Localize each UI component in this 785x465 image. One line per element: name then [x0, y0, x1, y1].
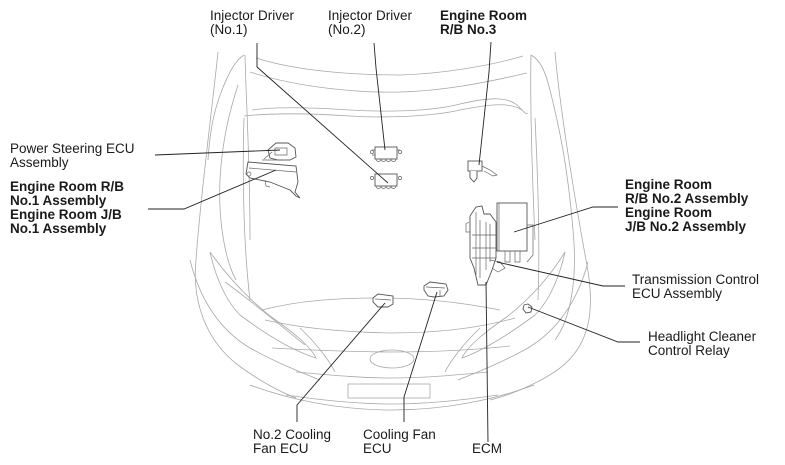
- label-line: Fan ECU: [253, 441, 309, 456]
- label-injector-driver-2: Injector Driver (No.2): [328, 9, 412, 37]
- label-headlight-cleaner-relay: Headlight Cleaner Control Relay: [648, 330, 756, 358]
- component-headlight-cleaner-relay[interactable]: [522, 303, 533, 314]
- leader-injector-driver-1: [256, 43, 389, 184]
- component-power-steering-ecu[interactable]: [262, 142, 297, 161]
- label-line: Cooling Fan: [363, 427, 436, 442]
- component-ecm[interactable]: [465, 205, 497, 286]
- label-line: Headlight Cleaner: [648, 329, 757, 344]
- label-line: Transmission Control: [632, 272, 760, 287]
- component-injector-driver-1[interactable]: [370, 146, 402, 162]
- component-cooling-fan-ecu[interactable]: [423, 281, 449, 298]
- label-line: R/B No.2 Assembly: [625, 191, 749, 206]
- label-line: No.2 Cooling: [253, 427, 332, 442]
- leader-transmission-control-ecu: [496, 261, 625, 287]
- label-line: No.1 Assembly: [10, 193, 107, 208]
- component-engine-room-rb2-jb2[interactable]: [496, 202, 534, 263]
- label-engine-room-rb1-jb1: Engine Room R/B No.1 Assembly Engine Roo…: [10, 180, 124, 236]
- label-injector-driver-1: Injector Driver (No.1): [210, 9, 294, 37]
- label-line: (No.2): [328, 22, 366, 37]
- label-line: (No.1): [210, 22, 248, 37]
- component-injector-driver-2[interactable]: [370, 173, 402, 189]
- label-engine-room-rb2-jb2: Engine Room R/B No.2 Assembly Engine Roo…: [625, 178, 748, 234]
- leader-cooling-fan-ecu: [403, 291, 438, 422]
- leader-engine-room-rb3: [478, 41, 492, 166]
- leader-engine-room-rb1-jb1: [148, 169, 277, 210]
- label-cooling-fan-ecu: Cooling Fan ECU: [363, 428, 436, 456]
- label-line: Engine Room R/B: [10, 179, 124, 194]
- label-line: No.1 Assembly: [10, 221, 107, 236]
- label-line: ECU: [363, 441, 392, 456]
- leader-no2-cooling-fan-ecu: [296, 302, 386, 422]
- label-line: Power Steering ECU: [10, 141, 135, 156]
- leader-injector-driver-2: [373, 42, 386, 151]
- label-line: Injector Driver: [328, 8, 413, 23]
- label-power-steering-ecu: Power Steering ECU Assembly: [10, 142, 135, 170]
- label-ecm: ECM: [472, 442, 502, 456]
- label-line: ECU Assembly: [632, 286, 723, 301]
- label-line: Engine Room: [440, 8, 527, 23]
- label-line: R/B No.3: [440, 22, 497, 37]
- component-engine-room-rb3[interactable]: [467, 160, 498, 183]
- leader-engine-room-rb2-jb2: [513, 206, 618, 233]
- leader-ecm: [485, 281, 489, 443]
- label-line: Engine Room: [625, 205, 712, 220]
- component-no2-cooling-fan-ecu[interactable]: [372, 293, 394, 308]
- leader-lines: [148, 41, 640, 443]
- car-outline: [189, 51, 591, 411]
- label-line: ECM: [472, 441, 502, 456]
- label-line: Engine Room J/B: [10, 207, 122, 222]
- label-line: Engine Room: [625, 177, 712, 192]
- label-line: J/B No.2 Assembly: [625, 219, 747, 234]
- component-engine-room-rb1-jb1[interactable]: [245, 161, 301, 199]
- label-engine-room-rb3: Engine Room R/B No.3: [440, 9, 527, 37]
- label-no2-cooling-fan-ecu: No.2 Cooling Fan ECU: [253, 428, 331, 456]
- label-line: Assembly: [10, 155, 69, 170]
- leader-headlight-cleaner-relay: [527, 306, 640, 343]
- label-line: Injector Driver: [210, 8, 295, 23]
- label-line: Control Relay: [648, 343, 730, 358]
- leader-power-steering-ecu: [154, 149, 281, 156]
- component-transmission-control-ecu[interactable]: [489, 259, 506, 273]
- label-transmission-control-ecu: Transmission Control ECU Assembly: [632, 273, 759, 301]
